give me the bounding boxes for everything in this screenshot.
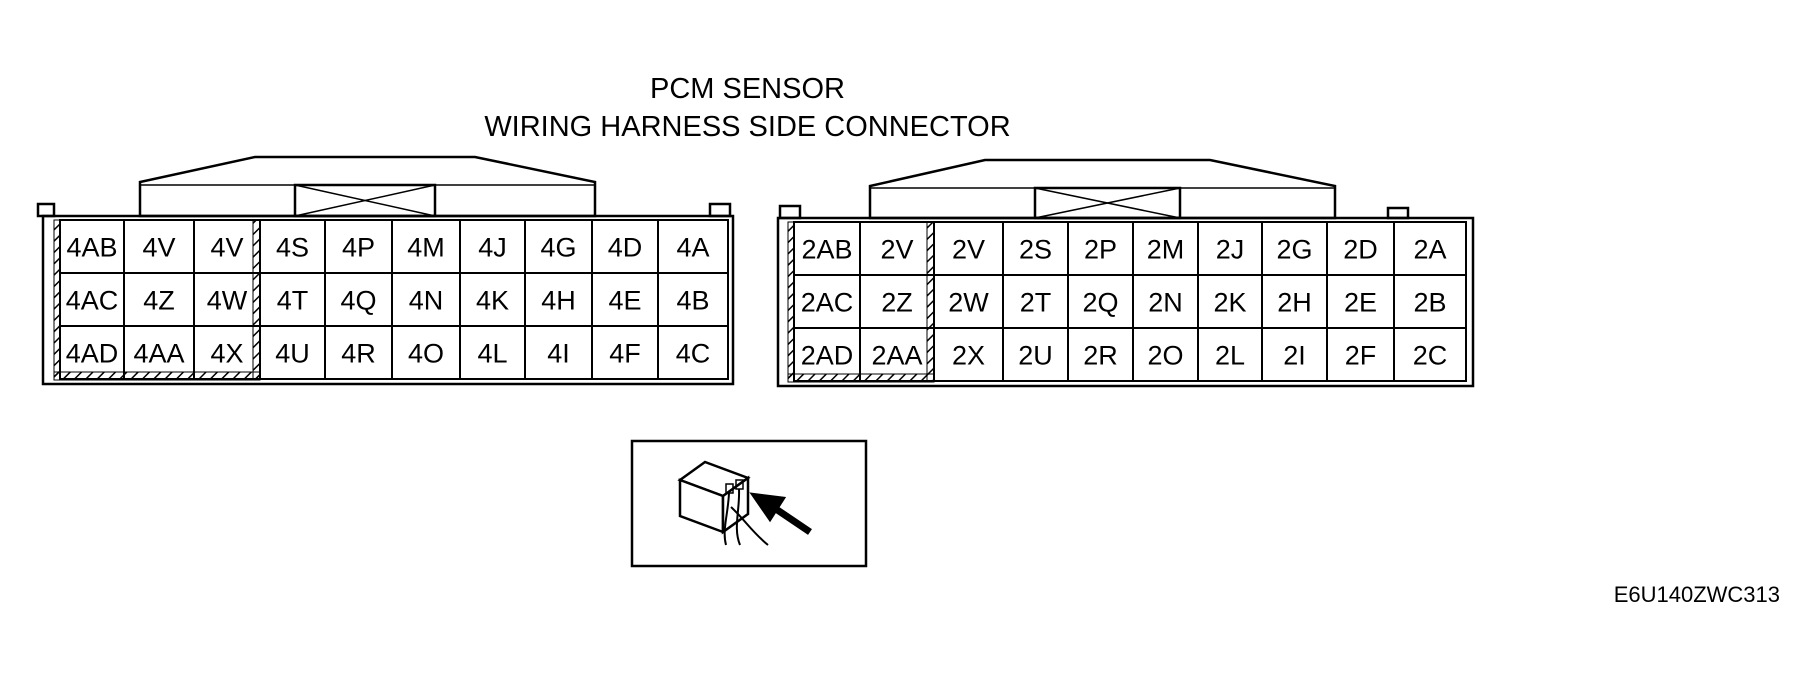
pin-label: 2F [1345,341,1377,371]
pin-label: 4AC [66,286,119,316]
connector-4-pin-grid: 4AB 4V 4V 4S 4P 4M 4J 4G 4D 4A 4AC 4Z 4W 4T 4Q 4N 4K 4H 4E… [59,219,729,380]
figure-code: E6U140ZWC313 [1613,582,1780,607]
pin-label: 4A [676,233,709,263]
pin-label: 4X [210,339,243,369]
pin-label: 4S [276,233,309,263]
pin-label: 4K [476,286,509,316]
pin-label: 2C [1413,341,1448,371]
pin-label: 4H [541,286,576,316]
pin-label: 4P [342,233,375,263]
pin-label: 4J [478,233,507,263]
pin-label: 4Q [340,286,376,316]
pin-label: 4Z [143,286,175,316]
pin-label: 4N [409,286,444,316]
pin-label: 2N [1148,288,1183,318]
pin-label: 2H [1277,288,1312,318]
pin-label: 4C [676,339,711,369]
pin-label: 4D [608,233,643,263]
pin-label: 4T [277,286,309,316]
pin-label: 4L [477,339,507,369]
pin-label: 4M [407,233,445,263]
pin-label: 2M [1147,235,1185,265]
pin-label: 2J [1216,235,1245,265]
pin-label: 4R [341,339,376,369]
pin-label: 2R [1083,341,1118,371]
pin-label: 4G [540,233,576,263]
pin-label: 2D [1343,235,1378,265]
pin-cell [657,325,729,380]
pin-label: 2X [952,341,985,371]
connector-4 [36,155,735,386]
connector-2-hatched-wall [926,221,935,383]
pin-label: 4U [275,339,310,369]
connector-4-hatched-wall [252,219,261,381]
pin-label: 2V [880,235,913,265]
connector-4-latch-hood [138,155,597,218]
pin-cell [1393,327,1467,382]
connector-4-body [41,214,735,386]
pin-label: 4AD [66,339,119,369]
pin-label: 2W [948,288,989,318]
pin-label: 2T [1020,288,1052,318]
pin-label: 4O [408,339,444,369]
pin-label: 4V [142,233,175,263]
pin-label: 2E [1344,288,1377,318]
pin-label: 2AD [801,341,854,371]
pin-label: 4I [547,339,570,369]
pin-label: 4F [609,339,641,369]
diagram-title-line2: WIRING HARNESS SIDE CONNECTOR [484,111,1011,143]
pin-label: 2Z [881,288,913,318]
pin-label: 2K [1213,288,1246,318]
pin-label: 4V [210,233,243,263]
pin-label: 4W [207,286,248,316]
harness-side-connector-view-icon [630,439,868,568]
pin-label: 2AA [871,341,922,371]
pin-label: 2I [1283,341,1306,371]
pin-label: 2AB [801,235,852,265]
pin-label: 2Q [1082,288,1118,318]
pin-label: 2A [1413,235,1446,265]
pin-label: 2AC [801,288,854,318]
pin-label: 2L [1215,341,1245,371]
connector-2-body [776,216,1475,388]
pin-label: 4AA [133,339,184,369]
pin-label: 2G [1276,235,1312,265]
pin-label: 4AB [66,233,117,263]
pin-label: 2S [1019,235,1052,265]
pin-label: 4E [608,286,641,316]
pin-label: 2P [1084,235,1117,265]
connector-2-pin-grid: 2AB 2V 2V 2S 2P 2M 2J 2G 2D 2A 2AC 2Z 2W 2T 2Q 2N 2K 2H 2E… [793,221,1467,382]
pin-label: 4B [676,286,709,316]
pin-label: 2U [1018,341,1053,371]
pin-label: 2V [952,235,985,265]
pin-label: 2O [1147,341,1183,371]
pin-label: 2B [1413,288,1446,318]
diagram-title-line1: PCM SENSOR [650,73,845,105]
